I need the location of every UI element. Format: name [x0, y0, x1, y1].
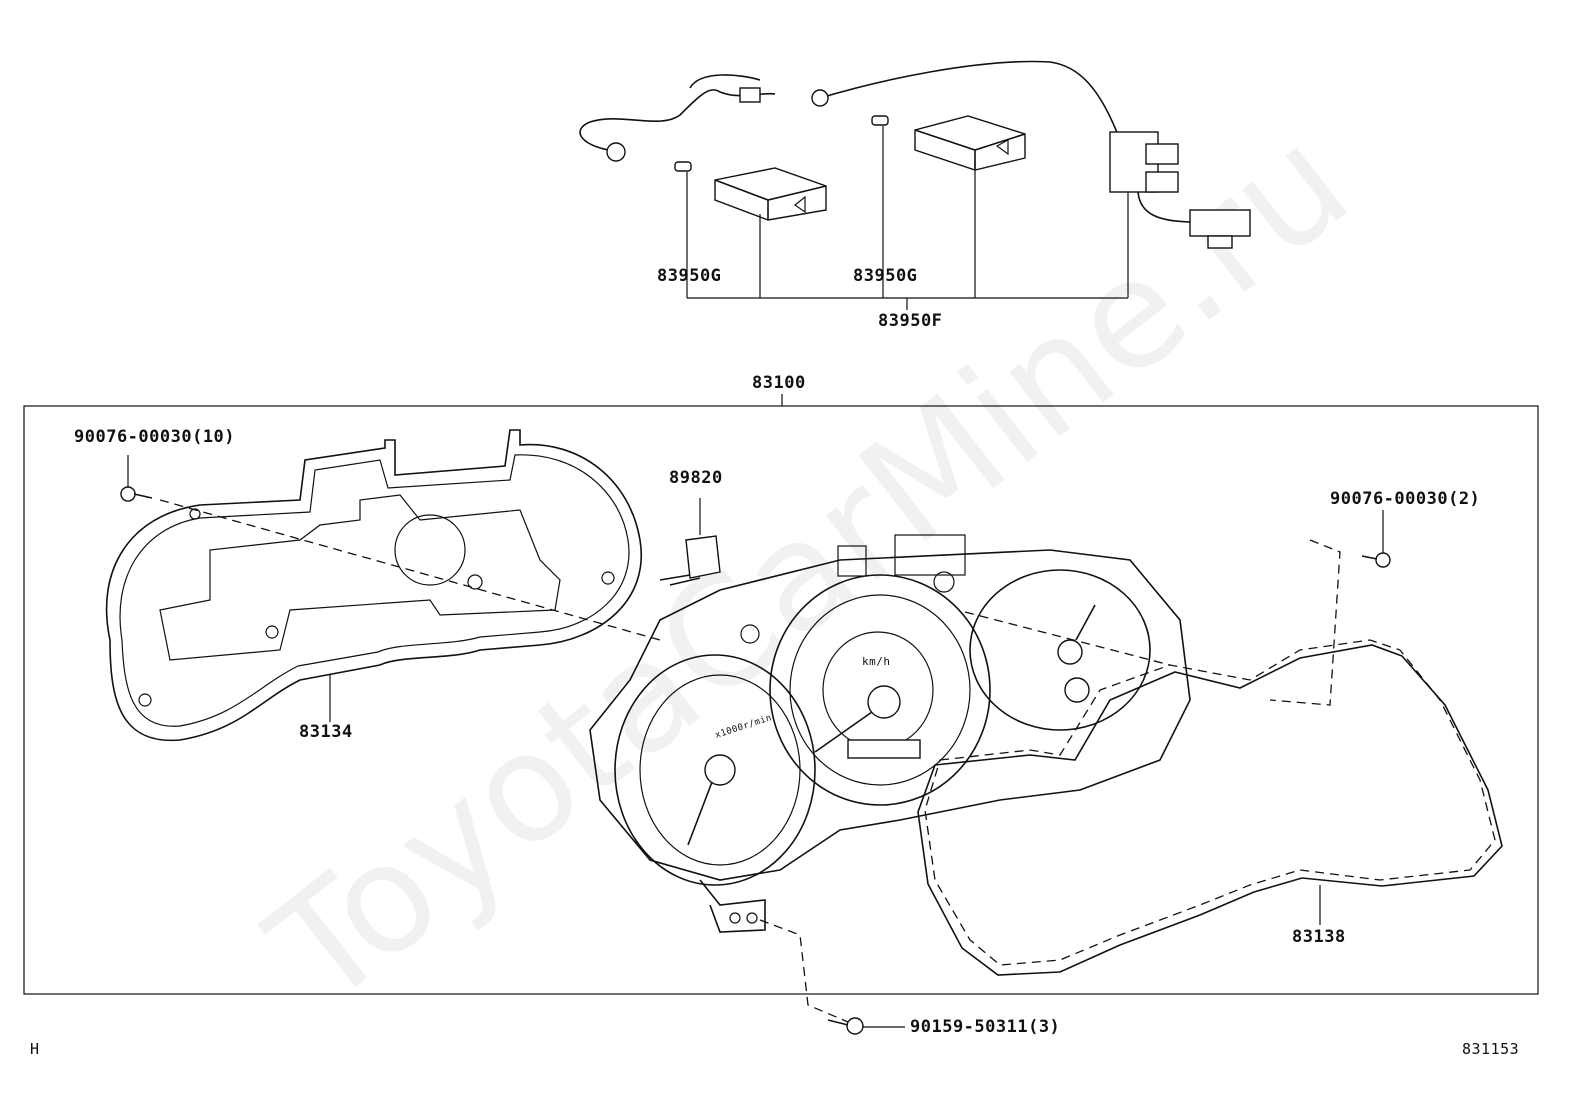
label-83950F: 83950F [878, 311, 943, 331]
footer-left-code: H [30, 1040, 40, 1058]
screw-90159 [827, 1017, 905, 1035]
label-83950G-left: 83950G [657, 266, 722, 286]
label-90076-right: 90076-00030(2) [1330, 489, 1481, 509]
label-90159: 90159-50311(3) [910, 1017, 1061, 1037]
gauge-kmh-text: km/h [862, 655, 891, 668]
label-90076-left: 90076-00030(10) [74, 427, 236, 447]
assembly-83100-box [23, 405, 1539, 995]
cover-83138 [917, 639, 1503, 976]
meter-cluster-body [589, 534, 1191, 933]
figure-code: 831153 [1462, 1040, 1520, 1058]
leaders-top [686, 126, 1129, 310]
switch-right [871, 115, 1026, 171]
label-89820: 89820 [669, 468, 723, 488]
label-83100: 83100 [752, 373, 806, 393]
label-83950G-right: 83950G [853, 266, 918, 286]
label-83138: 83138 [1292, 927, 1346, 947]
screw-90076-left [120, 455, 153, 502]
screw-90076-right [1361, 510, 1391, 568]
switch-left [674, 161, 827, 221]
wire-harness-83950F [579, 60, 1251, 249]
rear-case-83134 [105, 429, 643, 742]
label-83134: 83134 [299, 722, 353, 742]
part-89820 [659, 498, 721, 586]
